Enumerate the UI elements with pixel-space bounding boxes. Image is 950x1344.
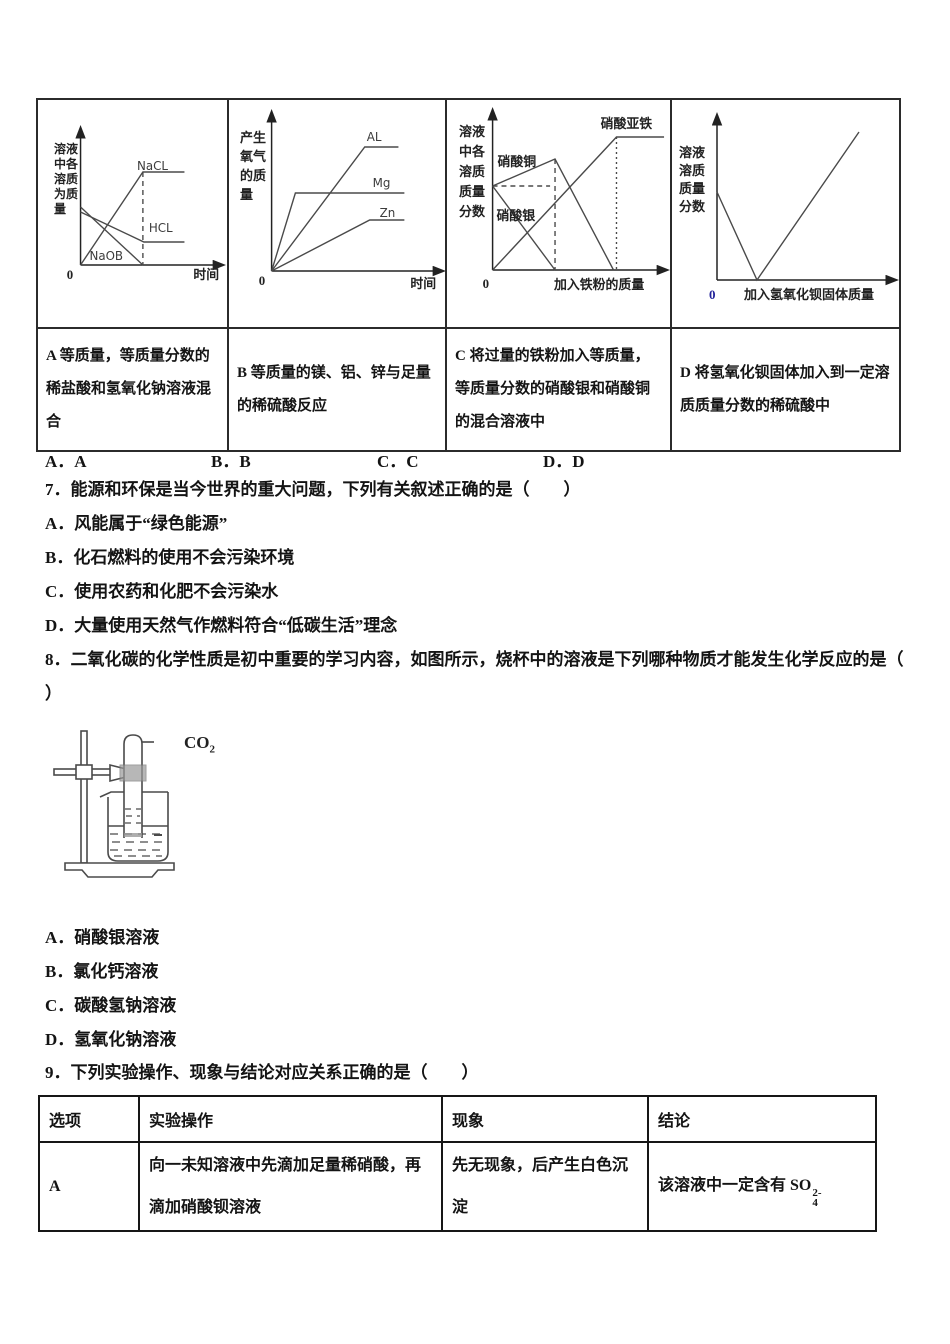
- curve-silver-nitrate: [492, 185, 556, 271]
- graph-b-axes: [266, 108, 445, 277]
- q7-option-b: B．化石燃料的使用不会污染环境: [45, 548, 295, 567]
- clamp-collar: [119, 764, 147, 782]
- ion-superscript: 2-: [812, 1187, 822, 1199]
- q9-row-a-option: A: [38, 1141, 140, 1232]
- caption-c: C 将过量的铁粉加入等质量，等质量分数的硝酸银和硝酸铜的混合溶液中: [447, 327, 672, 450]
- caption-c-text: C 将过量的铁粉加入等质量，等质量分数的硝酸银和硝酸铜的混合溶液中: [455, 348, 651, 430]
- caption-b: B 等质量的镁、铝、锌与足量的稀硫酸反应: [229, 327, 447, 450]
- curve-naob: [80, 206, 144, 266]
- q9-header-operation: 实验操作: [138, 1095, 443, 1143]
- label-hcl: HCL: [149, 221, 173, 235]
- q9-header-row: 选项 实验操作 现象 结论: [38, 1095, 877, 1143]
- q8-option-c: C．碳酸氢钠溶液: [45, 996, 177, 1015]
- q8-option-b: B．氯化钙溶液: [45, 962, 159, 981]
- origin-label: 0: [259, 273, 265, 288]
- origin-label: 0: [67, 267, 73, 282]
- graph-panel-d: 0 加入氢氧化钡固体质量 溶液 溶质 质量 分数: [672, 100, 899, 327]
- answer-option-a: A．A: [45, 452, 87, 471]
- q7-option-a: A．风能属于“绿色能源”: [45, 514, 228, 533]
- graph-c-axes: [487, 107, 670, 276]
- ion-subscript: 4: [812, 1197, 818, 1209]
- q9-header-option: 选项: [38, 1095, 140, 1143]
- stand-base: [64, 862, 175, 878]
- tube-liquid-dashes: [125, 808, 141, 824]
- graph-d-axes: [711, 112, 899, 286]
- label-zn: Zn: [380, 206, 396, 220]
- co2-experiment-apparatus: [53, 730, 175, 878]
- beaker-rim: [99, 791, 168, 798]
- conclusion-text: 该溶液中一定含有 SO: [658, 1177, 812, 1194]
- q7-stem: 7．能源和环保是当今世界的重大问题，下列有关叙述正确的是（ ）: [45, 480, 581, 499]
- q7-option-d: D．大量使用天然气作燃料符合“低碳生活”理念: [45, 616, 398, 635]
- graph-a-axes: [75, 125, 227, 271]
- q9-header-phenomenon: 现象: [441, 1095, 649, 1143]
- q8-stem-line1: 8．二氧化碳的化学性质是初中重要的学习内容，如图所示，烧杯中的溶液是下列哪种物质…: [45, 650, 904, 669]
- origin-label: 0: [709, 287, 716, 302]
- tube-mouth-shade: [124, 833, 142, 837]
- q7-option-c: C．使用农药和化肥不会污染水: [45, 582, 279, 601]
- curve-zn: [271, 219, 405, 272]
- q9-stem: 9．下列实验操作、现象与结论对应关系正确的是（ ）: [45, 1063, 479, 1082]
- caption-b-text: B 等质量的镁、铝、锌与足量的稀硫酸反应: [237, 364, 431, 414]
- co2-formula-base: CO: [184, 733, 210, 752]
- stand-pole: [80, 730, 88, 864]
- y-axis-label: 产生 氧气 的质 量: [240, 130, 267, 202]
- label-copper-nitrate: 硝酸铜: [498, 154, 537, 169]
- curve-al: [271, 146, 399, 272]
- q9-row-a: A 向一未知溶液中先滴加足量稀硝酸，再滴加硝酸钡溶液 先无现象，后产生白色沉淀 …: [38, 1141, 877, 1232]
- graph-c-plot: 硝酸亚铁 硝酸铜 硝酸银 0 加入铁粉的质量: [483, 107, 670, 292]
- label-naob: NaOB: [89, 249, 123, 263]
- graph-panel-a: NaCL HCL NaOB 0 时间 溶液 中各 溶质 为质 量: [38, 100, 229, 327]
- caption-a-text: A 等质量，等质量分数的稀盐酸和氢氧化钠溶液混合: [46, 348, 212, 430]
- caption-a: A 等质量，等质量分数的稀盐酸和氢氧化钠溶液混合: [38, 327, 229, 450]
- graph-b-plot: AL Mg Zn 0 时间: [259, 108, 445, 291]
- answer-option-d: D．D: [543, 452, 585, 471]
- origin-label: 0: [483, 276, 489, 291]
- q8-option-d: D．氢氧化钠溶液: [45, 1030, 177, 1049]
- q8-option-a: A．硝酸银溶液: [45, 928, 160, 947]
- y-axis-label: 溶液 中各 溶质 质量 分数: [459, 124, 486, 219]
- answer-option-b: B．B: [211, 452, 251, 471]
- q8-stem-line2: ）: [45, 684, 62, 703]
- inverted-test-tube: [123, 734, 143, 838]
- co2-gas-label: CO2: [184, 733, 215, 755]
- curve-mg: [270, 192, 405, 272]
- label-al: AL: [367, 130, 382, 144]
- x-axis-label: 加入铁粉的质量: [553, 277, 644, 292]
- label-silver-nitrate: 硝酸银: [497, 208, 536, 223]
- label-nacl: NaCL: [137, 159, 168, 173]
- x-axis-label: 时间: [410, 276, 436, 291]
- graph-comparison-table: NaCL HCL NaOB 0 时间 溶液 中各 溶质 为质 量: [36, 98, 901, 452]
- x-axis-label: 加入氢氧化钡固体质量: [743, 287, 874, 302]
- y-axis-label: 溶液 中各 溶质 为质 量: [54, 142, 79, 216]
- graph-panel-c: 硝酸亚铁 硝酸铜 硝酸银 0 加入铁粉的质量 溶液 中各 溶质 质量 分数: [447, 100, 672, 327]
- graph-d-plot: 0 加入氢氧化钡固体质量: [709, 112, 899, 302]
- clamp-pole-joint: [75, 764, 93, 780]
- graph-a-plot: NaCL HCL NaOB 0 时间: [67, 125, 227, 282]
- label-ferrous-nitrate: 硝酸亚铁: [601, 116, 653, 131]
- beaker-body: [107, 792, 169, 862]
- graph-panel-b: AL Mg Zn 0 时间 产生 氧气 的质 量: [229, 100, 447, 327]
- y-axis-label: 溶液 溶质 质量 分数: [679, 145, 706, 214]
- q9-row-a-phenomenon: 先无现象，后产生白色沉淀: [441, 1141, 649, 1232]
- sulfate-ion-charge: 2-4: [812, 1187, 822, 1209]
- x-axis-label: 时间: [193, 267, 219, 282]
- answer-option-c: C．C: [377, 452, 419, 471]
- label-mg: Mg: [373, 176, 391, 190]
- q9-experiment-table: 选项 实验操作 现象 结论 A 向一未知溶液中先滴加足量稀硝酸，再滴加硝酸钡溶液…: [38, 1095, 877, 1232]
- co2-formula-subscript: 2: [209, 743, 216, 756]
- curve-solute-mass-fraction: [716, 131, 860, 282]
- q9-header-conclusion: 结论: [647, 1095, 877, 1143]
- caption-d: D 将氢氧化钡固体加入到一定溶质质量分数的稀硫酸中: [672, 327, 899, 450]
- curve-hcl: [80, 211, 185, 243]
- q9-row-a-operation: 向一未知溶液中先滴加足量稀硝酸，再滴加硝酸钡溶液: [138, 1141, 443, 1232]
- caption-d-text: D 将氢氧化钡固体加入到一定溶质质量分数的稀硫酸中: [680, 364, 890, 414]
